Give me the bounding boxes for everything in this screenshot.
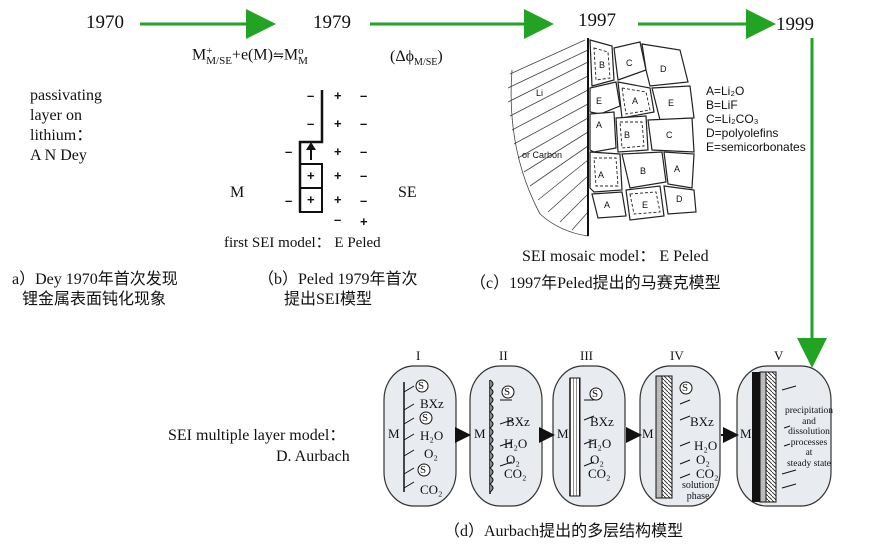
panel-label-iii: III bbox=[580, 348, 593, 363]
year-1970: 1970 bbox=[86, 12, 124, 33]
svg-text:A: A bbox=[598, 170, 604, 180]
solvent-s-ii: S bbox=[504, 386, 511, 398]
species-ii-bxz: BXz bbox=[506, 414, 530, 429]
svg-text:A: A bbox=[596, 120, 602, 130]
svg-text:D: D bbox=[660, 64, 667, 74]
year-1999: 1999 bbox=[776, 14, 814, 35]
species-iii-bxz: BXz bbox=[590, 414, 614, 429]
solvent-s-i-3: S bbox=[420, 464, 427, 476]
species-i-h2o: H₂O bbox=[420, 428, 444, 443]
caption-b: （b）Peled 1979年首次 提出SEI模型 bbox=[258, 271, 418, 308]
electrode-m-v: M bbox=[740, 426, 752, 441]
steady-state-label: precipitation and dissolution processes … bbox=[784, 406, 833, 469]
solvent-s-i-1: S bbox=[418, 380, 425, 392]
year-1979: 1979 bbox=[313, 12, 351, 33]
electrode-m-iv: M bbox=[642, 426, 654, 441]
species-ii-h2o: H₂O bbox=[504, 436, 528, 451]
svg-text:A: A bbox=[674, 164, 680, 174]
svg-text:B: B bbox=[599, 60, 605, 70]
solution-phase-label: solution phase bbox=[682, 480, 715, 502]
species-iv-o2: O₂ bbox=[696, 452, 710, 467]
label-se: SE bbox=[398, 184, 417, 201]
panel-label-i: I bbox=[416, 348, 421, 363]
svg-text:B: B bbox=[640, 166, 646, 176]
dey-label: passivating layer on lithium： A N Dey bbox=[30, 87, 102, 164]
species-i-co2: CO₂ bbox=[420, 482, 443, 497]
solvent-s-iv: S bbox=[682, 382, 689, 394]
solvent-s-iii: S bbox=[592, 388, 599, 400]
svg-text:E: E bbox=[596, 96, 602, 106]
svg-text:E: E bbox=[668, 98, 674, 108]
species-panel-i: BXz bbox=[420, 396, 444, 411]
year-1997: 1997 bbox=[578, 10, 616, 31]
panel-label-iv: IV bbox=[670, 348, 684, 363]
li-label: Li bbox=[536, 88, 544, 98]
caption-d: （d）Aurbach提出的多层结构模型 bbox=[444, 523, 684, 540]
first-sei-model-label: first SEI model： E Peled bbox=[224, 235, 381, 251]
species-iv-co2: CO₂ bbox=[696, 466, 719, 481]
species-iii-h2o: H₂O bbox=[588, 436, 612, 451]
svg-text:A: A bbox=[632, 96, 638, 106]
svg-text:B: B bbox=[624, 130, 630, 140]
carbon-label: or Carbon bbox=[522, 150, 563, 160]
mosaic-model-label: SEI mosaic model： E Peled bbox=[522, 248, 709, 265]
svg-text:C: C bbox=[626, 58, 633, 68]
label-m: M bbox=[230, 184, 245, 201]
species-iv-h2o: H₂O bbox=[694, 438, 718, 453]
species-i-o2: O₂ bbox=[424, 446, 438, 461]
species-iii-co2: CO₂ bbox=[588, 466, 611, 481]
species-iii-o2: O₂ bbox=[590, 452, 604, 467]
solvent-s-i-2: S bbox=[422, 412, 429, 424]
svg-text:A: A bbox=[604, 200, 610, 210]
caption-a: a）Dey 1970年首次发现 锂金属表面钝化现象 bbox=[12, 271, 178, 308]
svg-text:C: C bbox=[666, 130, 673, 140]
species-iv-bxz: BXz bbox=[690, 414, 714, 429]
svg-text:E: E bbox=[642, 200, 648, 210]
svg-text:D: D bbox=[676, 194, 683, 204]
electrode-m-i: M bbox=[388, 426, 400, 441]
panel-label-v: V bbox=[774, 348, 784, 363]
mosaic-legend: A=Li₂O B=LiF C=Li₂CO₃ D=polyolefins E=se… bbox=[706, 84, 806, 154]
species-ii-o2: O₂ bbox=[506, 452, 520, 467]
aurbach-label: SEI multiple layer model： D. Aurbach bbox=[168, 427, 350, 465]
electrode-m-iii: M bbox=[557, 426, 569, 441]
panel-label-ii: II bbox=[499, 348, 508, 363]
potential-label: (ΔϕM/SE) bbox=[390, 48, 443, 69]
electrode-m-ii: M bbox=[474, 426, 486, 441]
caption-c: （c）1997年Peled提出的马赛克模型 bbox=[470, 275, 721, 292]
species-ii-co2: CO₂ bbox=[504, 466, 527, 481]
